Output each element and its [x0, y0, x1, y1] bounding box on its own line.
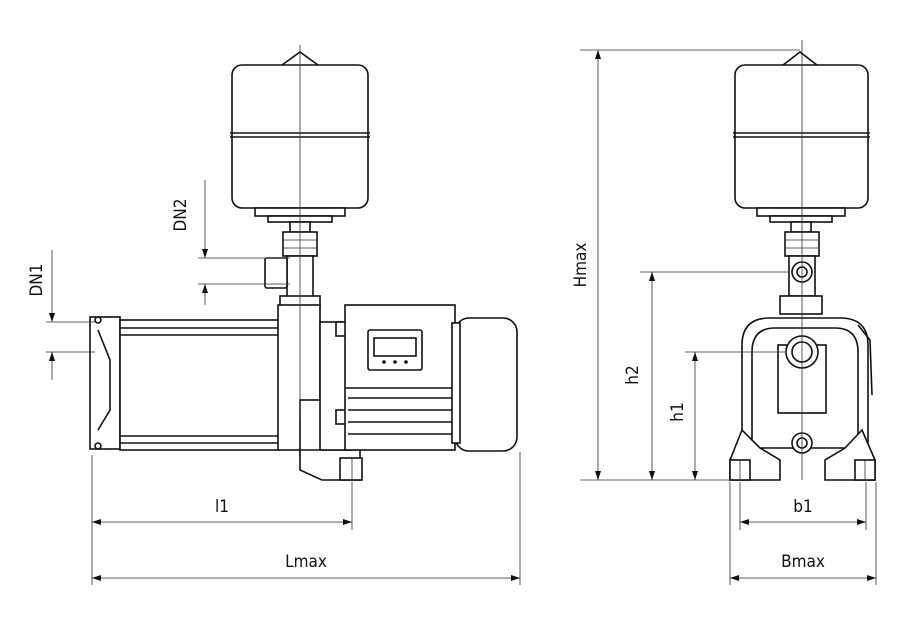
base-side	[299, 449, 363, 481]
riser-pipe-front	[779, 221, 823, 315]
dimension-labels: DN2 DN1 l1 Lmax Hmax h2 h1 b1 Bmax	[27, 199, 825, 572]
motor-side	[319, 304, 518, 452]
label-lmax: Lmax	[285, 552, 327, 572]
riser-pipe-side	[264, 221, 321, 309]
label-hmax: Hmax	[571, 243, 591, 288]
label-dn1: DN1	[27, 264, 47, 297]
dimension-lines	[49, 50, 876, 581]
label-l1: l1	[215, 497, 229, 517]
pump-housing-front	[729, 317, 876, 481]
pump-stages-side	[89, 304, 323, 457]
label-dn2: DN2	[171, 199, 191, 232]
label-h1: h1	[668, 402, 688, 421]
label-bmax: Bmax	[781, 552, 825, 572]
label-h2: h2	[623, 365, 643, 384]
pressure-tank-front	[733, 50, 870, 223]
side-view	[89, 51, 518, 481]
front-view	[729, 50, 876, 481]
label-b1: b1	[793, 497, 812, 517]
extension-lines	[46, 40, 877, 585]
